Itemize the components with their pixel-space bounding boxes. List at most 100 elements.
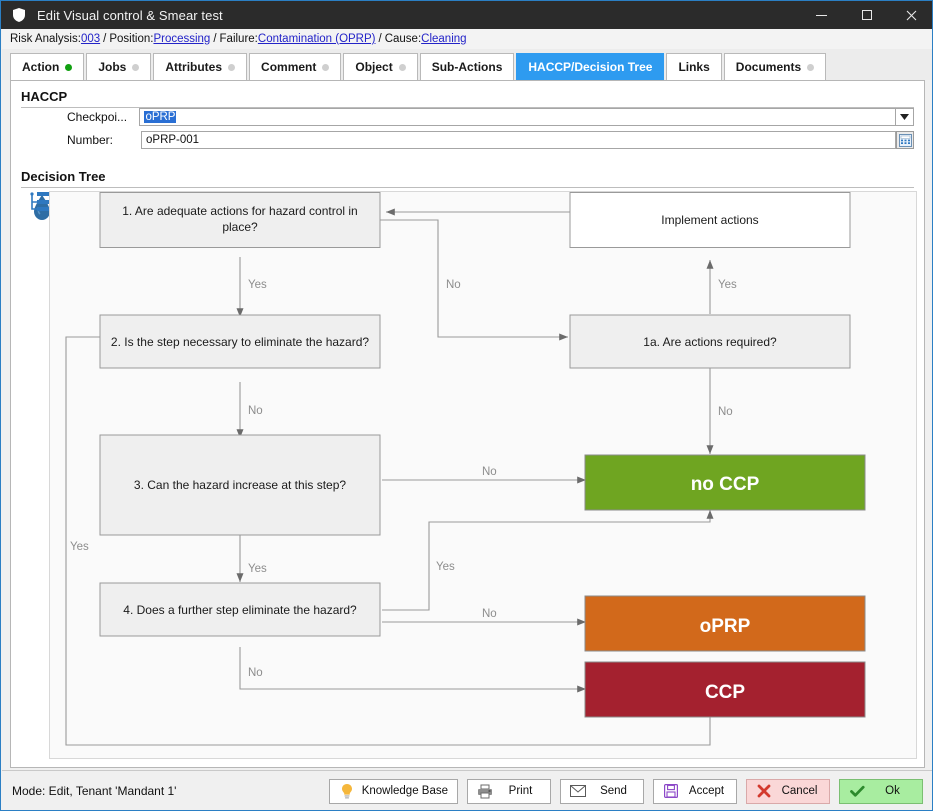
svg-text:3. Can the hazard increase at: 3. Can the hazard increase at this step? — [134, 478, 346, 492]
calculator-icon[interactable] — [896, 131, 914, 149]
edge-label-q1a-no: No — [718, 406, 733, 418]
tree-hierarchy-icon — [29, 191, 51, 218]
edge-label-q3-yes: Yes — [248, 563, 267, 575]
knowledge-base-button[interactable]: Knowledge Base — [328, 778, 458, 804]
svg-text:1a. Are actions required?: 1a. Are actions required? — [643, 335, 777, 349]
breadcrumb-label-0: Risk Analysis: — [10, 33, 81, 45]
x-icon — [756, 783, 772, 799]
breadcrumb-link-failure[interactable]: Contamination (OPRP) — [257, 33, 376, 45]
breadcrumb-label-1: Position: — [109, 33, 154, 45]
check-icon — [849, 783, 865, 799]
envelope-icon — [570, 783, 586, 799]
send-label: Send — [600, 785, 627, 797]
tab-label: Attributes — [165, 60, 223, 74]
ok-label: Ok — [885, 785, 900, 797]
bottom-bar: Mode: Edit, Tenant 'Mandant 1' Knowledge… — [2, 770, 932, 810]
svg-text:place?: place? — [222, 220, 258, 234]
svg-text:4. Does a further step elimina: 4. Does a further step eliminate the haz… — [123, 603, 357, 617]
tab-label: Documents — [735, 60, 802, 74]
tab-haccp-decision-tree[interactable]: HACCP/Decision Tree — [516, 53, 665, 80]
checkpoint-value: oPRP — [144, 111, 177, 123]
breadcrumb-separator: / — [103, 33, 107, 45]
svg-text:CCP: CCP — [705, 682, 745, 703]
status-dot-icon — [132, 63, 140, 71]
node-question-1: 1. Are adequate actions for hazard contr… — [99, 192, 381, 248]
printer-icon — [477, 783, 493, 799]
node-question-3: 3. Can the hazard increase at this step? — [99, 434, 381, 536]
status-text: Mode: Edit, Tenant 'Mandant 1' — [12, 784, 177, 798]
cancel-button[interactable]: Cancel — [746, 778, 830, 804]
node-result-oprp: oPRP — [584, 595, 866, 652]
decision-tree-diagram: Yes No Yes No No Yes No Yes Yes No No 1.… — [49, 191, 917, 759]
floppy-icon — [663, 783, 679, 799]
edge-label-q3-no: No — [482, 466, 497, 478]
status-dot-icon — [398, 63, 406, 71]
knowledge-base-label: Knowledge Base — [361, 785, 448, 797]
tab-label: Object — [355, 60, 393, 74]
node-question-4: 4. Does a further step eliminate the haz… — [99, 582, 381, 637]
tab-comment[interactable]: Comment — [249, 53, 342, 80]
print-button[interactable]: Print — [467, 778, 551, 804]
node-implement-actions: Implement actions — [569, 192, 851, 248]
svg-text:1. Are adequate actions for ha: 1. Are adequate actions for hazard contr… — [122, 204, 357, 218]
tab-label: Links — [678, 60, 710, 74]
status-dot-icon — [322, 63, 330, 71]
tab-label: Sub-Actions — [431, 60, 503, 74]
close-button[interactable] — [889, 1, 932, 29]
breadcrumb-link-cause[interactable]: Cleaning — [421, 33, 467, 45]
edge-label-q4-yes: Yes — [436, 561, 455, 573]
breadcrumb-link-position[interactable]: Processing — [153, 33, 211, 45]
accept-label: CancelAccept — [686, 785, 727, 797]
edge-label-q4-no-down: No — [248, 667, 263, 679]
shield-icon — [11, 7, 27, 23]
checkpoint-input[interactable]: oPRP — [139, 108, 897, 126]
tab-object[interactable]: Object — [343, 53, 418, 80]
window-title: Edit Visual control & Smear test — [37, 7, 223, 23]
window-controls — [799, 1, 932, 29]
svg-text:Implement actions: Implement actions — [661, 213, 758, 227]
tab-label: Jobs — [98, 60, 127, 74]
tab-action[interactable]: Action — [10, 53, 85, 80]
send-button[interactable]: Send — [560, 778, 644, 804]
breadcrumb-label-2: Failure: — [219, 33, 258, 45]
print-label: Print — [508, 785, 533, 797]
content-panel: HACCP Checkpoi... oPRP Number: oPRP-001 — [10, 80, 925, 768]
tab-sub-actions[interactable]: Sub-Actions — [419, 53, 515, 80]
tab-label: Comment — [261, 60, 317, 74]
chevron-down-icon[interactable] — [896, 108, 914, 126]
minimize-button[interactable] — [799, 1, 844, 29]
number-field-row: Number: oPRP-001 — [67, 131, 914, 149]
breadcrumb-label-3: Cause: — [384, 33, 422, 45]
tab-attributes[interactable]: Attributes — [153, 53, 248, 80]
edge-label-q1a-yes: Yes — [718, 279, 737, 291]
node-result-no-ccp: no CCP — [584, 454, 866, 511]
tab-label: Action — [22, 60, 60, 74]
maximize-button[interactable] — [844, 1, 889, 29]
tab-links[interactable]: Links — [666, 53, 722, 80]
ok-button[interactable]: Ok — [839, 778, 923, 804]
status-dot-icon — [65, 63, 73, 71]
tab-jobs[interactable]: Jobs — [86, 53, 152, 80]
accept-button[interactable]: CancelAccept — [653, 778, 737, 804]
button-group: Knowledge Base Print — [328, 778, 932, 804]
lightbulb-icon — [339, 783, 355, 799]
breadcrumb-link-risk-analysis[interactable]: 003 — [80, 33, 101, 45]
tab-bar: Action Jobs Attributes Comment Object Su… — [2, 49, 932, 80]
tab-documents[interactable]: Documents — [723, 53, 827, 80]
breadcrumb: Risk Analysis:003 / Position:Processing … — [2, 29, 932, 49]
number-input[interactable]: oPRP-001 — [141, 131, 896, 149]
edge-label-q1-yes: Yes — [248, 279, 267, 291]
title-bar: Edit Visual control & Smear test — [1, 1, 932, 29]
edge-label-q4-no: No — [482, 608, 497, 620]
number-label: Number: — [67, 133, 114, 147]
cancel-label: Cancel — [781, 785, 818, 797]
tab-label: HACCP/Decision Tree — [528, 60, 653, 74]
edge-label-q1-no: No — [446, 279, 461, 291]
node-result-ccp: CCP — [584, 661, 866, 718]
breadcrumb-separator: / — [213, 33, 217, 45]
checkpoint-label: Checkpoi... — [67, 110, 128, 124]
checkpoint-field-row: Checkpoi... oPRP — [67, 108, 914, 126]
svg-text:oPRP: oPRP — [700, 616, 751, 637]
haccp-section-heading: HACCP — [21, 89, 914, 108]
